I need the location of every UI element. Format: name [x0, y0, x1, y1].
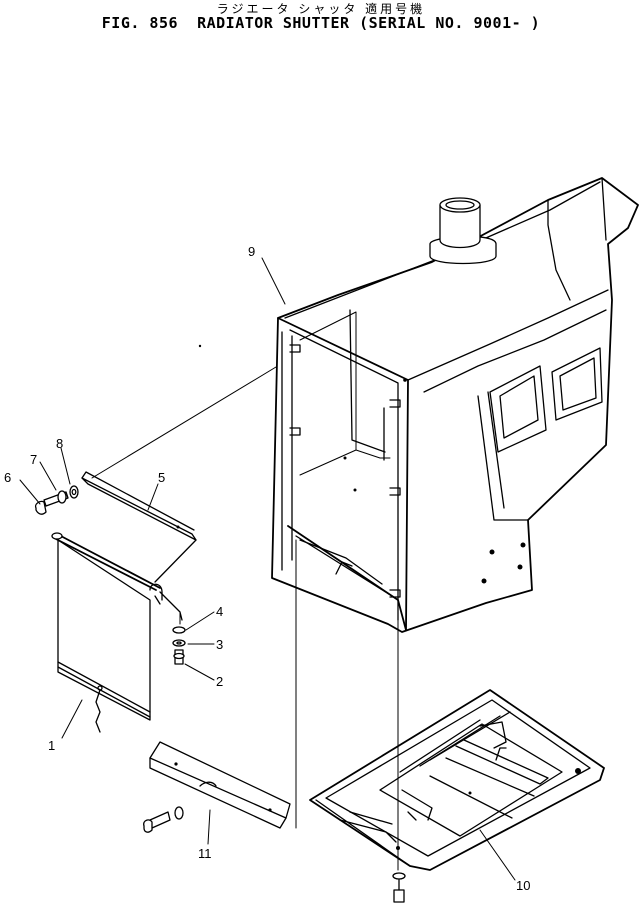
- callout-5: 5: [158, 470, 165, 485]
- top-bar: [81, 471, 197, 541]
- callout-4: 4: [216, 604, 223, 619]
- shutter-curtain: [51, 532, 161, 733]
- callout-10: 10: [516, 878, 530, 893]
- callout-11: 11: [198, 846, 212, 861]
- callout-numbers: 9 5 8 7 6 4 3 2 1 11 10: [4, 244, 530, 893]
- bolt-set-right: [172, 626, 186, 665]
- callout-3: 3: [216, 637, 223, 652]
- callout-1: 1: [48, 738, 55, 753]
- bolt-set-left: [34, 485, 79, 515]
- assembly-lines: [91, 366, 399, 871]
- subtitle-japanese: ラジエータ シャッタ 適用号機: [216, 2, 426, 16]
- hood-assembly: [198, 177, 639, 633]
- roller-bracket: [149, 539, 197, 621]
- bottom-bolt: [392, 872, 406, 903]
- callout-2: 2: [216, 674, 223, 689]
- callout-6: 6: [4, 470, 11, 485]
- callout-8: 8: [56, 436, 63, 451]
- callout-7: 7: [30, 452, 37, 467]
- callout-9: 9: [248, 244, 255, 259]
- base-plate-assembly: [309, 689, 605, 871]
- lower-bracket: [143, 741, 291, 833]
- leader-lines: [19, 257, 516, 881]
- figure-title: FIG. 856 RADIATOR SHUTTER (SERIAL NO. 90…: [101, 14, 541, 32]
